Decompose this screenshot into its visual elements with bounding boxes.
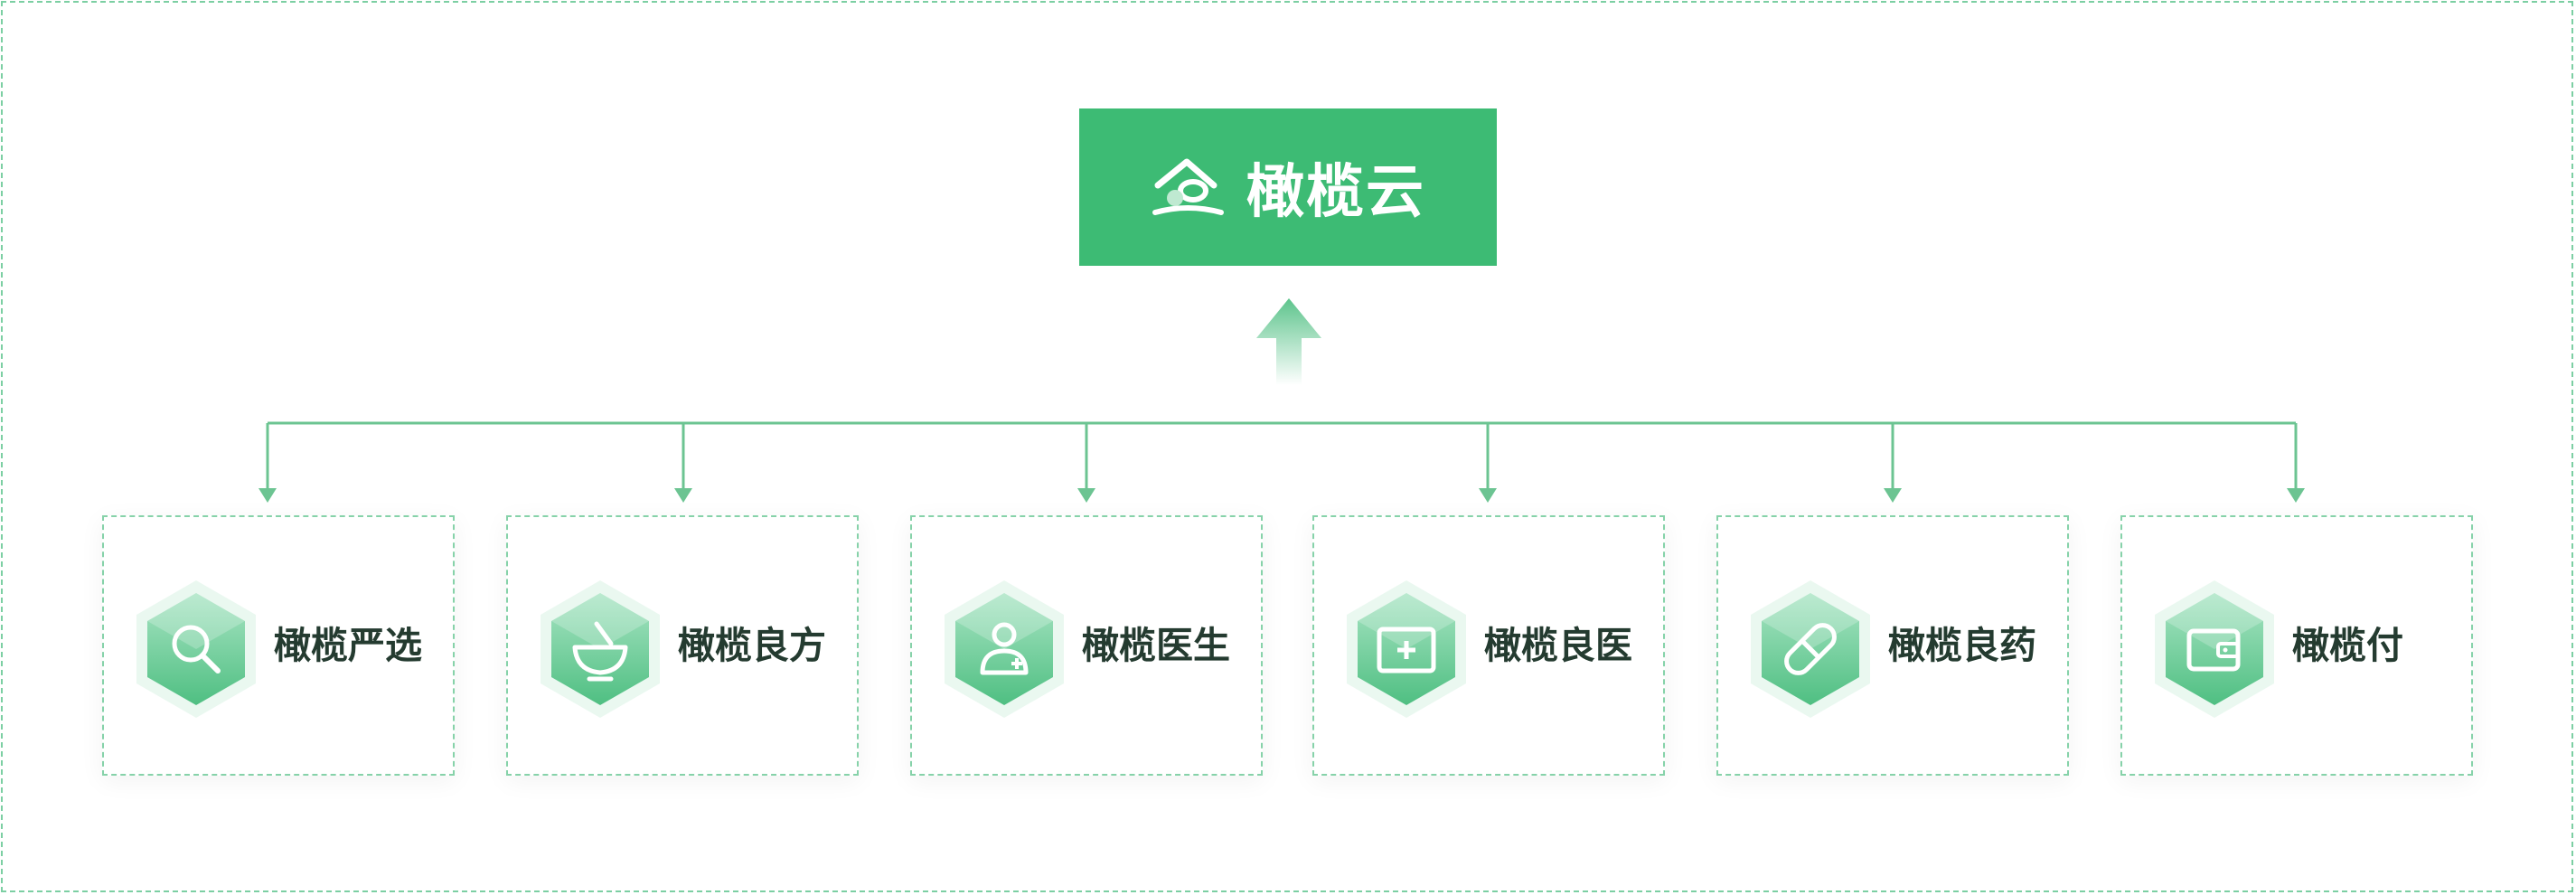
product-card: 橄榄良医 [1312, 515, 1665, 776]
connector-arrowhead-1 [259, 488, 277, 503]
search-icon [136, 580, 256, 718]
product-label: 橄榄严选 [274, 624, 422, 667]
connector-arrowhead-5 [1884, 488, 1902, 503]
pill-icon [1751, 580, 1870, 718]
product-label: 橄榄良药 [1888, 624, 2036, 667]
connector-arrowhead-2 [674, 488, 692, 503]
connector-arrowhead-6 [2287, 488, 2305, 503]
olive-cloud-logo-icon [1152, 158, 1224, 215]
product-card: 橄榄严选 [102, 515, 455, 776]
medical-kit-icon [1347, 580, 1466, 718]
connector-arrowhead-3 [1077, 488, 1095, 503]
product-card: 橄榄良方 [506, 515, 859, 776]
product-label: 橄榄良医 [1484, 624, 1632, 667]
product-card: 橄榄良药 [1716, 515, 2069, 776]
mortar-bowl-icon [541, 580, 660, 718]
up-arrow-icon [1256, 298, 1321, 385]
header-title: 橄榄云 [1246, 159, 1425, 226]
product-card: 橄榄医生 [910, 515, 1263, 776]
wallet-icon [2155, 580, 2274, 718]
header-box: 橄榄云 [1079, 108, 1497, 266]
product-label: 橄榄医生 [1082, 624, 1230, 667]
product-label: 橄榄付 [2292, 624, 2403, 667]
connector-arrowhead-4 [1479, 488, 1497, 503]
doctor-icon [945, 580, 1064, 718]
product-label: 橄榄良方 [678, 624, 826, 667]
product-card: 橄榄付 [2120, 515, 2473, 776]
